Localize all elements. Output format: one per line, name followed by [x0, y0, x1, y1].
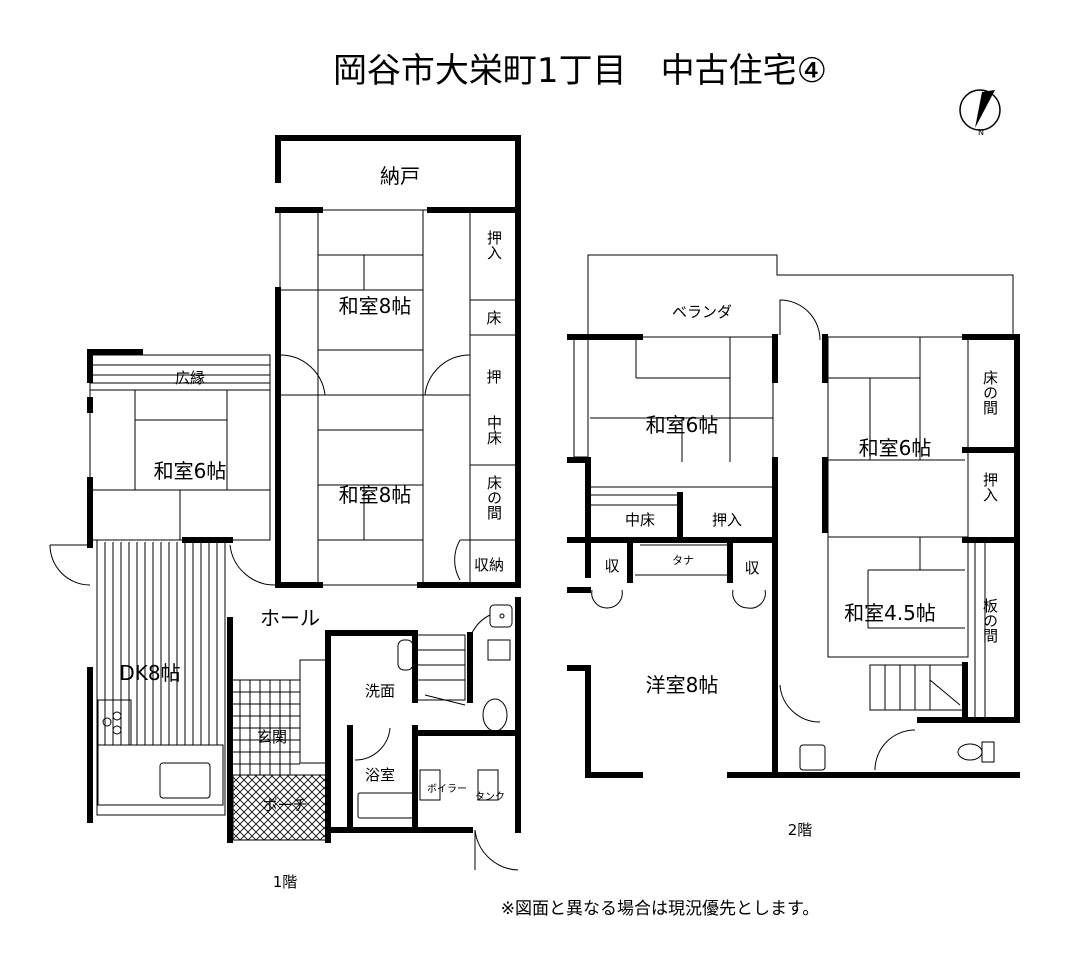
- room-dk8: DK8帖: [119, 661, 180, 685]
- room-oshiire-left: 押入: [712, 511, 742, 529]
- room-hall: ホール: [260, 606, 320, 630]
- svg-text:N: N: [978, 128, 984, 137]
- floor2-label: 2階: [788, 821, 813, 839]
- floor1-label: 1階: [273, 873, 298, 891]
- floor1-plan: [49, 135, 521, 871]
- room-tokonoma: 床の間: [485, 475, 503, 521]
- room-tank: タンク: [475, 791, 505, 803]
- room-oshi: 押: [486, 368, 501, 386]
- plan-title: 岡谷市大栄町1丁目 中古住宅④: [333, 51, 827, 91]
- room-nakadoko-2f: 中床: [625, 511, 655, 529]
- room-yoshitsu8: 洋室8帖: [646, 673, 719, 697]
- room-washitsu8-top: 和室8帖: [339, 294, 412, 318]
- room-nakadoko: 中床: [485, 415, 503, 445]
- room-porch: ポーチ: [262, 796, 307, 814]
- room-shuno: 収納: [474, 556, 504, 574]
- floor2-plan: [567, 254, 1020, 778]
- room-shu-left: 収: [604, 557, 619, 575]
- room-oshiire: 押入: [485, 230, 503, 260]
- room-itanoma: 板の間: [981, 597, 999, 644]
- room-senmen: 洗面: [365, 682, 395, 700]
- room-washitsu6: 和室6帖: [154, 459, 227, 483]
- room-yokushitsu: 浴室: [365, 766, 395, 784]
- room-tana: タナ: [672, 554, 694, 567]
- disclaimer-note: ※図面と異なる場合は現況優先とします。: [501, 899, 820, 919]
- room-washitsu6-left: 和室6帖: [646, 413, 719, 437]
- room-nando: 納戸: [380, 164, 420, 188]
- room-shu-right: 収: [744, 559, 759, 577]
- compass-icon: N: [959, 89, 1001, 137]
- room-veranda: ベランダ: [672, 303, 732, 321]
- room-genkan: 玄関: [257, 728, 287, 746]
- room-washitsu45: 和室4.5帖: [844, 601, 936, 625]
- room-hiroen: 広縁: [175, 369, 205, 387]
- room-washitsu6-right: 和室6帖: [859, 436, 932, 460]
- room-boiler: ボイラー: [427, 783, 467, 795]
- room-tokonoma-2f: 床の間: [981, 370, 999, 416]
- room-oshiire-right: 押入: [981, 472, 999, 502]
- room-washitsu8-bottom: 和室8帖: [339, 483, 412, 507]
- room-toko: 床: [486, 309, 501, 327]
